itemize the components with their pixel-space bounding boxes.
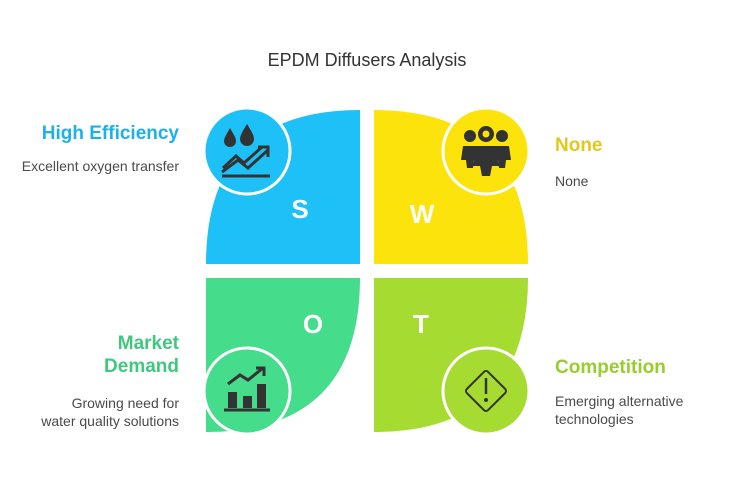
bar-chart-growth-icon xyxy=(202,346,292,436)
opportunity-letter: O xyxy=(303,309,323,339)
weakness-heading: None xyxy=(555,135,603,156)
opportunity-description: Growing need for water quality solutions xyxy=(41,395,179,429)
strength-description: Excellent oxygen transfer xyxy=(21,158,179,174)
opportunity-heading: Market Demand xyxy=(104,333,179,377)
diagram-title: EPDM Diffusers Analysis xyxy=(267,50,467,70)
weakness-description: None xyxy=(555,173,589,189)
threat-description: Emerging alternative technologies xyxy=(555,393,684,427)
water-drops-trending-up-icon xyxy=(202,106,292,196)
strength-heading: High Efficiency xyxy=(41,123,179,144)
threat-letter: T xyxy=(413,309,429,339)
threat-heading: Competition xyxy=(555,357,666,378)
strength-letter: S xyxy=(291,194,308,224)
warning-diamond-icon xyxy=(441,346,531,436)
people-group-icon xyxy=(441,106,531,196)
weakness-letter: W xyxy=(410,199,435,229)
